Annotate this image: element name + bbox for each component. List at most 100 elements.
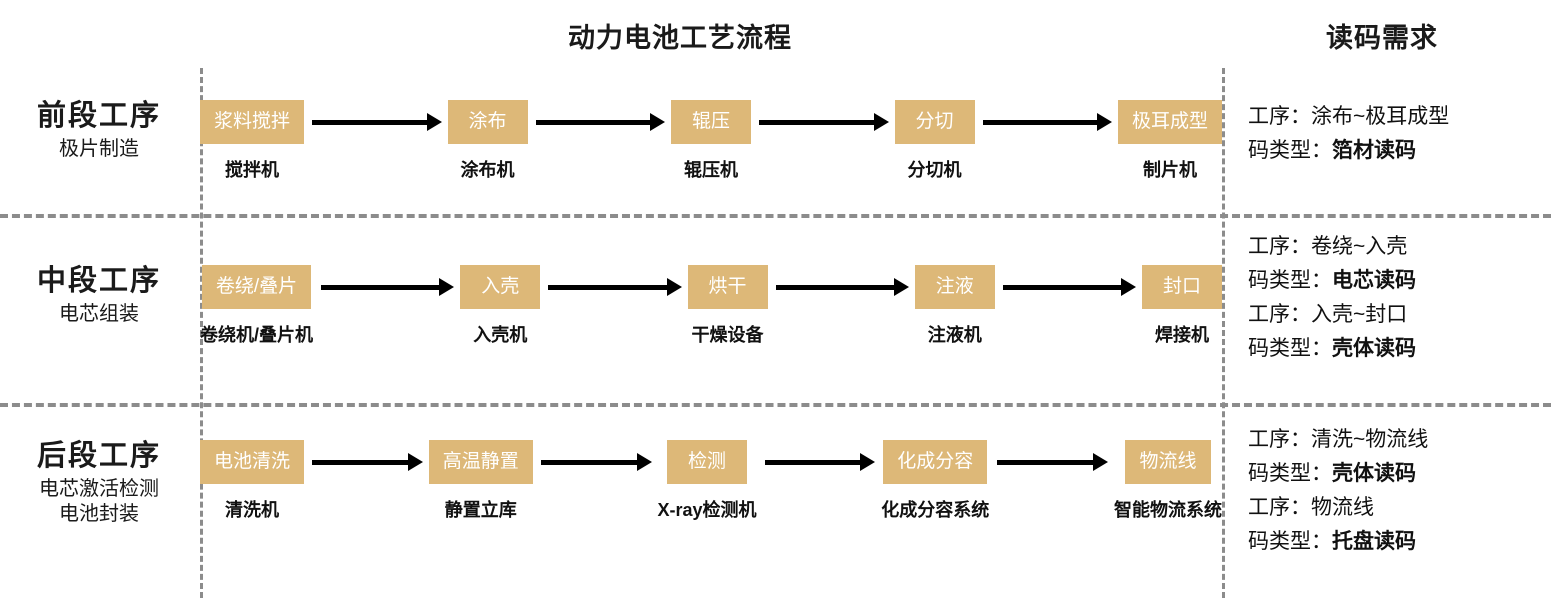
- page-title-flow: 动力电池工艺流程: [568, 23, 792, 53]
- process-box[interactable]: 电池清洗: [200, 440, 305, 484]
- process-node[interactable]: 物流线 智能物流系统: [1114, 440, 1222, 522]
- requirement-process-value: 涂布~极耳成型: [1311, 105, 1450, 128]
- requirement-code: 码类型：箔材读码: [1248, 134, 1548, 168]
- process-box[interactable]: 入壳: [460, 265, 541, 309]
- requirement-process-label: 工序：: [1248, 496, 1311, 519]
- process-node[interactable]: 卷绕/叠片 卷绕机/叠片机: [200, 265, 313, 347]
- requirement-code-value: 托盘读码: [1332, 530, 1416, 553]
- process-box[interactable]: 极耳成型: [1118, 100, 1223, 144]
- process-node[interactable]: 涂布 涂布机: [447, 100, 528, 182]
- stage-subtitle: 电芯组装: [59, 303, 139, 326]
- machine-label: 入壳机: [473, 325, 528, 345]
- flow-arrow-icon: [751, 100, 895, 144]
- flow-arrow-icon: [528, 100, 672, 144]
- process-flow-front: 浆料搅拌 搅拌机 涂布 涂布机 辊压 辊压机 分切 分切机 极耳成型 制片机: [200, 100, 1223, 182]
- process-box[interactable]: 物流线: [1125, 440, 1211, 484]
- divider-vertical-right: [1222, 68, 1225, 598]
- machine-label: 卷绕机/叠片机: [200, 325, 314, 345]
- flow-arrow-icon: [304, 440, 429, 484]
- process-box[interactable]: 注液: [914, 265, 995, 309]
- machine-label: 焊接机: [1155, 325, 1210, 345]
- stage-title: 中段工序: [36, 265, 161, 297]
- requirement-block-back: 工序：清洗~物流线 码类型：壳体读码 工序：物流线 码类型：托盘读码: [1248, 423, 1548, 559]
- machine-label: 辊压机: [684, 160, 739, 180]
- process-box[interactable]: 烘干: [687, 265, 768, 309]
- requirement-process: 工序：物流线: [1248, 491, 1548, 525]
- process-box[interactable]: 高温静置: [428, 440, 533, 484]
- process-box[interactable]: 化成分容: [883, 440, 988, 484]
- requirement-code: 码类型：壳体读码: [1248, 457, 1548, 491]
- stage-title: 后段工序: [36, 440, 161, 472]
- machine-label: 涂布机: [460, 160, 515, 180]
- process-box[interactable]: 检测: [667, 440, 748, 484]
- flow-arrow-icon: [768, 265, 915, 309]
- machine-label: 清洗机: [225, 500, 279, 520]
- stage-subtitle-2: 电池封装: [59, 503, 139, 526]
- process-box[interactable]: 涂布: [447, 100, 528, 144]
- machine-label: 静置立库: [444, 500, 517, 520]
- machine-label: 干燥设备: [691, 325, 764, 345]
- process-node[interactable]: 极耳成型 制片机: [1118, 100, 1223, 182]
- requirement-process-value: 物流线: [1311, 496, 1374, 519]
- divider-vertical-left: [200, 68, 203, 598]
- divider-horizontal-2: [0, 403, 1551, 407]
- process-node[interactable]: 注液 注液机: [914, 265, 995, 347]
- requirement-process-value: 卷绕~入壳: [1311, 235, 1408, 258]
- requirement-process-label: 工序：: [1248, 303, 1311, 326]
- requirement-process-label: 工序：: [1248, 428, 1311, 451]
- flow-arrow-icon: [304, 100, 448, 144]
- process-node[interactable]: 入壳 入壳机: [460, 265, 541, 347]
- process-box[interactable]: 浆料搅拌: [200, 100, 305, 144]
- requirement-process: 工序：入壳~封口: [1248, 298, 1548, 332]
- requirement-process-value: 清洗~物流线: [1311, 428, 1429, 451]
- requirement-code-label: 码类型：: [1248, 530, 1332, 553]
- process-flow-middle: 卷绕/叠片 卷绕机/叠片机 入壳 入壳机 烘干 干燥设备 注液 注液机 封口 焊…: [200, 265, 1223, 347]
- process-box[interactable]: 封口: [1142, 265, 1223, 309]
- machine-label: X-ray检测机: [657, 500, 757, 520]
- process-node[interactable]: 分切 分切机: [894, 100, 975, 182]
- process-flow-back: 电池清洗 清洗机 高温静置 静置立库 检测 X-ray检测机 化成分容 化成分容…: [200, 440, 1222, 522]
- flow-arrow-icon: [540, 265, 687, 309]
- requirement-process-label: 工序：: [1248, 105, 1311, 128]
- process-node[interactable]: 封口 焊接机: [1142, 265, 1223, 347]
- flow-arrow-icon: [995, 265, 1142, 309]
- process-node[interactable]: 高温静置 静置立库: [428, 440, 533, 522]
- requirement-code-label: 码类型：: [1248, 337, 1332, 360]
- requirement-code-value: 壳体读码: [1332, 337, 1416, 360]
- process-node[interactable]: 电池清洗 清洗机: [200, 440, 305, 522]
- stage-subtitle: 极片制造: [59, 138, 139, 161]
- machine-label: 注液机: [927, 325, 982, 345]
- process-box[interactable]: 分切: [894, 100, 975, 144]
- process-box[interactable]: 辊压: [671, 100, 752, 144]
- requirement-code-label: 码类型：: [1248, 139, 1332, 162]
- requirement-process: 工序：卷绕~入壳: [1248, 230, 1548, 264]
- machine-label: 智能物流系统: [1114, 500, 1222, 520]
- requirement-code-label: 码类型：: [1248, 462, 1332, 485]
- stage-label-front: 前段工序 极片制造: [0, 100, 198, 162]
- page-title-requirement: 读码需求: [1326, 23, 1438, 53]
- process-box[interactable]: 卷绕/叠片: [201, 265, 312, 309]
- flow-arrow-icon: [975, 100, 1119, 144]
- requirement-block-front: 工序：涂布~极耳成型 码类型：箔材读码: [1248, 100, 1548, 168]
- machine-label: 制片机: [1143, 160, 1198, 180]
- flow-arrow-icon: [989, 440, 1114, 484]
- machine-label: 化成分容系统: [881, 500, 990, 520]
- requirement-code: 码类型：托盘读码: [1248, 525, 1548, 559]
- divider-horizontal-1: [0, 214, 1551, 218]
- process-node[interactable]: 浆料搅拌 搅拌机: [200, 100, 305, 182]
- machine-label: 搅拌机: [225, 160, 279, 180]
- stage-title: 前段工序: [36, 100, 161, 132]
- process-node[interactable]: 检测 X-ray检测机: [658, 440, 757, 522]
- requirement-process-label: 工序：: [1248, 235, 1311, 258]
- flow-arrow-icon: [533, 440, 658, 484]
- stage-subtitle: 电芯激活检测: [39, 478, 159, 501]
- flow-arrow-icon: [757, 440, 882, 484]
- requirement-code-value: 箔材读码: [1332, 139, 1416, 162]
- requirement-process-value: 入壳~封口: [1311, 303, 1408, 326]
- process-node[interactable]: 化成分容 化成分容系统: [881, 440, 989, 522]
- process-node[interactable]: 烘干 干燥设备: [687, 265, 768, 347]
- requirement-code-value: 壳体读码: [1332, 462, 1416, 485]
- requirement-code: 码类型：电芯读码: [1248, 264, 1548, 298]
- requirement-process: 工序：涂布~极耳成型: [1248, 100, 1548, 134]
- process-node[interactable]: 辊压 辊压机: [671, 100, 752, 182]
